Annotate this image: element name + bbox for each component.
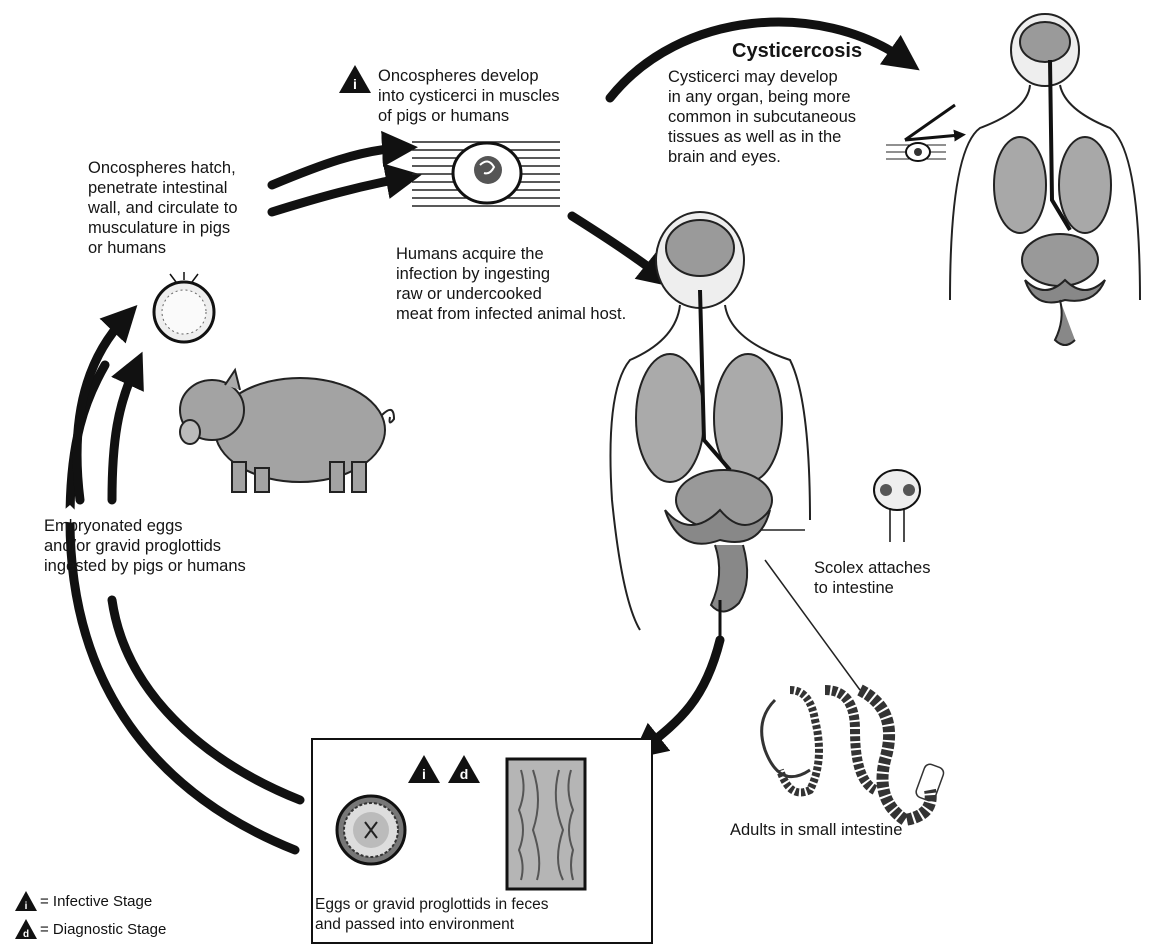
- legend-diagnostic-label: = Diagnostic Stage: [40, 921, 166, 938]
- eggs-feces-box: i d Eggs or gravid proglottids in feces …: [311, 738, 653, 944]
- legend-infective: i = Infective Stage: [14, 890, 152, 912]
- label-eggs-feces: Eggs or gravid proglottids in feces and …: [315, 895, 548, 935]
- legend-diagnostic: d = Diagnostic Stage: [14, 918, 166, 940]
- infective-badge-letter: i: [422, 766, 426, 782]
- label-scolex: Scolex attaches to intestine: [814, 558, 930, 598]
- label-humans-acquire: Humans acquire the infection by ingestin…: [396, 244, 626, 324]
- cysticercosis-title: Cysticercosis: [732, 40, 862, 63]
- scolex-illustration: [874, 470, 920, 542]
- label-embryonated: Embryonated eggs and/or gravid proglotti…: [44, 516, 246, 576]
- legend-infective-label: = Infective Stage: [40, 893, 152, 910]
- oncosphere-illustration: [154, 272, 214, 342]
- label-adults: Adults in small intestine: [730, 820, 902, 840]
- label-oncospheres-hatch: Oncospheres hatch, penetrate intestinal …: [88, 158, 238, 258]
- small-cysticercus-illustration: [886, 143, 946, 161]
- infective-badge-letter: i: [25, 901, 28, 912]
- diagnostic-badge-letter: d: [23, 929, 29, 940]
- diagnostic-stage-icon: d: [447, 754, 481, 784]
- arrow-human-to-eggs: [645, 640, 720, 748]
- infective-stage-icon: i: [14, 890, 38, 912]
- human-body-illustration: [610, 212, 810, 640]
- gravid-proglottid-illustration: [503, 756, 589, 892]
- diagnostic-badge-letter: d: [460, 766, 469, 782]
- human-cysticercosis-illustration: [950, 14, 1140, 345]
- egg-illustration: [331, 790, 411, 870]
- diagnostic-stage-icon: d: [14, 918, 38, 940]
- arrow-eggs-to-embryonated-inner: [112, 600, 300, 800]
- arrow-hatch-to-muscle-2: [272, 178, 404, 212]
- infective-stage-icon: i: [407, 754, 441, 784]
- pig-illustration: [180, 370, 394, 492]
- infective-stage-icon: i: [338, 64, 372, 94]
- cysticercus-in-muscle-illustration: [412, 142, 560, 206]
- cysticercosis-description: Cysticerci may develop in any organ, bei…: [668, 67, 856, 167]
- label-oncospheres-develop: Oncospheres develop into cysticerci in m…: [378, 66, 560, 126]
- infective-badge-letter: i: [353, 76, 357, 92]
- arrow-embryonated-to-oncosphere-inner: [112, 368, 135, 500]
- adult-tapeworm-illustration: [762, 690, 946, 820]
